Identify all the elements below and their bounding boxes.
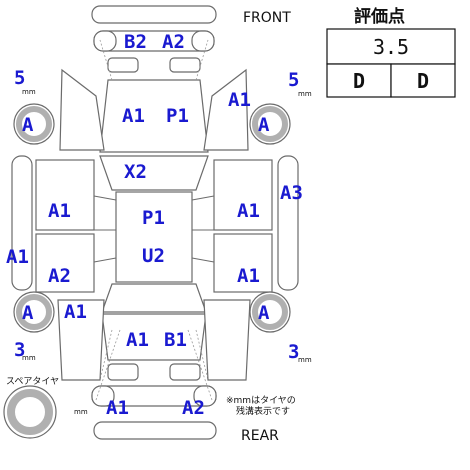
rear-valance-panel <box>93 421 217 440</box>
trunk-panel <box>101 313 207 361</box>
mm-unit-rear-left: mm <box>22 354 36 362</box>
tread-note-line2: 残溝表示です <box>236 405 290 417</box>
spare-tire-label: スペアタイヤ <box>6 376 59 387</box>
code-windshield: X2 <box>124 161 147 183</box>
front-guide-lines <box>99 39 209 81</box>
tire-code-rear-right: A <box>258 302 270 324</box>
door-front-right-panel <box>213 159 273 231</box>
code-hood-right: P1 <box>166 105 189 127</box>
code-hood-left: A1 <box>122 105 145 127</box>
rear-bumper-corner-right <box>193 385 217 407</box>
tread-rear-left: 3 <box>14 339 25 361</box>
mm-unit-front-left: mm <box>22 88 36 96</box>
door-rear-left-panel <box>35 233 95 293</box>
code-fender-front-right: A1 <box>228 89 251 111</box>
code-roof-bottom: U2 <box>142 245 165 267</box>
headlight-right <box>169 57 201 73</box>
tire-code-front-right: A <box>258 114 270 136</box>
code-rear-bumper-left: A1 <box>106 397 129 419</box>
left-door-connectors <box>93 195 117 263</box>
roof-panel <box>115 191 193 283</box>
code-trunk-left: A1 <box>126 329 149 351</box>
mm-unit-front-right: mm <box>298 90 312 98</box>
code-rear-bumper-right: A2 <box>182 397 205 419</box>
quarter-rear-right-panel <box>203 299 251 381</box>
tread-note-line1: ※mmはタイヤの <box>226 395 296 406</box>
tire-code-front-left: A <box>22 114 34 136</box>
code-roof-top: P1 <box>142 207 165 229</box>
score-exterior-cell <box>390 63 456 98</box>
front-bumper-corner-right <box>191 30 215 52</box>
score-interior-cell <box>326 63 392 98</box>
taillight-left <box>107 363 139 381</box>
wheel-front-left <box>13 103 55 145</box>
wheel-rear-right <box>249 291 291 333</box>
code-door-rear-left: A2 <box>48 265 71 287</box>
side-sill-left-panel <box>11 155 33 291</box>
front-grille-panel <box>91 5 217 24</box>
mm-unit-spare: mm <box>74 408 88 416</box>
tire-code-rear-left: A <box>22 302 34 324</box>
windshield-panel <box>99 155 209 191</box>
side-sill-right-panel <box>277 155 299 291</box>
door-rear-right-panel <box>213 233 273 293</box>
code-door-rear-right: A1 <box>237 265 260 287</box>
hood-panel <box>99 79 209 153</box>
front-bumper-corner-left <box>93 30 117 52</box>
taillight-right <box>169 363 201 381</box>
mm-unit-rear-right: mm <box>298 356 312 364</box>
score-overall-cell <box>326 28 456 65</box>
front-label: FRONT <box>243 10 291 26</box>
score-title: 評価点 <box>354 6 405 27</box>
quarter-rear-left-panel <box>57 299 105 381</box>
code-side-sill-right: A3 <box>280 182 303 204</box>
rear-bumper-corner-left <box>91 385 115 407</box>
tread-front-right: 5 <box>288 69 299 91</box>
code-trunk-right: B1 <box>164 329 187 351</box>
spare-tire-wheel <box>3 385 57 439</box>
score-overall-value: 3.5 <box>373 35 409 59</box>
wheel-front-right <box>249 103 291 145</box>
headlight-left <box>107 57 139 73</box>
fender-front-left-panel <box>59 68 105 151</box>
rear-window-panel <box>101 283 207 313</box>
code-side-sill-left: A1 <box>6 246 29 268</box>
code-quarter-rear-left: A1 <box>64 301 87 323</box>
code-front-bumper-left: B2 <box>124 31 147 53</box>
rear-guide-lines <box>95 329 213 401</box>
code-front-bumper-right: A2 <box>162 31 185 53</box>
right-door-connectors <box>191 195 215 263</box>
door-front-left-panel <box>35 159 95 231</box>
fender-front-right-panel <box>203 68 249 151</box>
score-exterior-value: D <box>417 69 429 93</box>
wheel-rear-left <box>13 291 55 333</box>
tread-front-left: 5 <box>14 67 25 89</box>
score-interior-value: D <box>353 69 365 93</box>
rear-label: REAR <box>241 428 279 444</box>
code-door-front-right: A1 <box>237 200 260 222</box>
code-door-front-left: A1 <box>48 200 71 222</box>
tread-rear-right: 3 <box>288 341 299 363</box>
